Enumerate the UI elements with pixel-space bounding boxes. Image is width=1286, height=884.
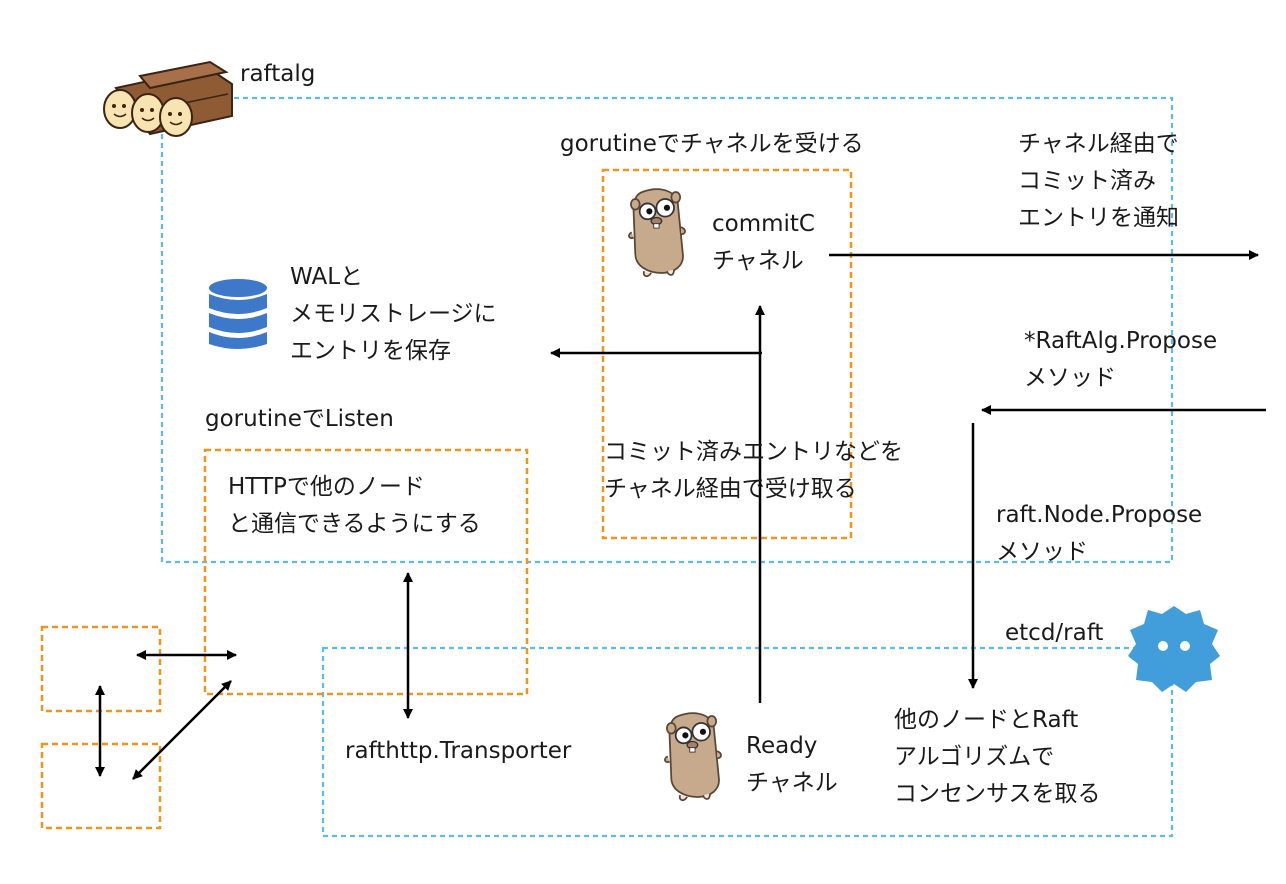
etcd-raft-boundary [321,646,1174,838]
raftalg-boundary [160,96,1174,564]
gopher-icon [628,188,686,278]
goroutine-channel-label: gorutineでチャネルを受ける [560,131,864,157]
peer-node-box-2 [40,742,162,830]
propose-method-label: *RaftAlg.Propose メソッド [1024,328,1218,391]
listen-goroutine-box [203,448,529,696]
etcd-icon [1128,606,1220,692]
http-label: HTTPで他のノード と通信できるようにする [228,474,481,537]
gopher-icon [664,712,722,802]
node-propose-label: raft.Node.Propose メソッド [996,502,1203,565]
channel-goroutine-box [601,168,853,540]
commitc-label: commitC チャネル [712,211,815,274]
raft-logs-icon [103,60,233,137]
raftalg-label: raftalg [240,61,316,87]
wal-label: WALと メモリストレージに エントリを保存 [290,264,497,364]
channel-notify-label: チャネル経由で コミット済み エントリを通知 [1018,131,1179,231]
etcd-raft-label: etcd/raft [1005,620,1104,646]
receive-committed-label: コミット済みエントリなどを チャネル経由で受け取る [604,439,903,502]
peer-link-arrow-diag [132,680,232,780]
database-icon [209,279,267,349]
consensus-label: 他のノードとRaft アルゴリズムで コンセンサスを取る [894,707,1101,807]
transporter-label: rafthttp.Transporter [345,738,572,764]
goroutine-listen-label: gorutineでListen [205,406,394,432]
ready-channel-label: Ready チャネル [746,733,838,796]
